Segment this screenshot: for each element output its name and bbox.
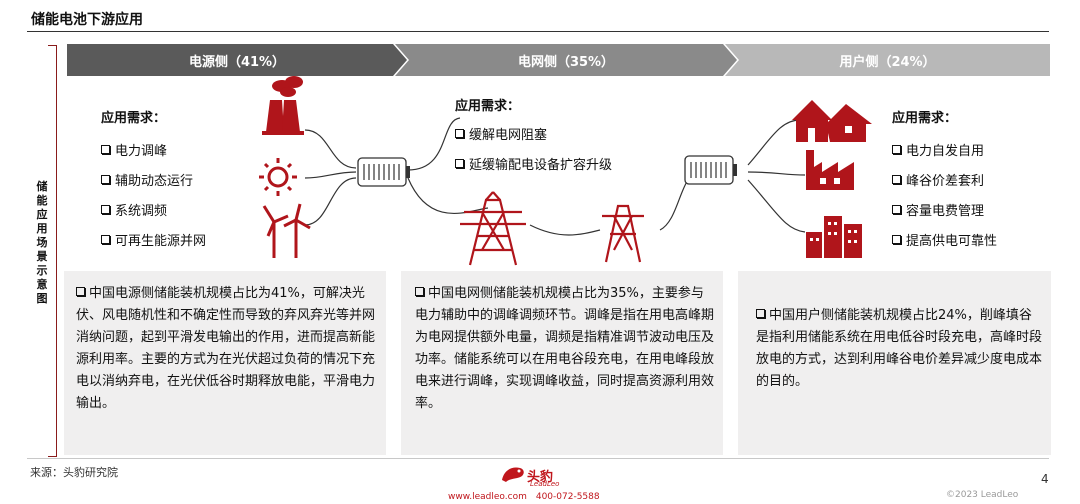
banner-label-user: 用户侧（24%） xyxy=(839,54,936,70)
battery-icon xyxy=(684,155,737,185)
description-text: 中国电网侧储能装机规模占比为35%，主要参与电力辅助中的调峰调频环节。调峰是指在… xyxy=(415,283,715,415)
list-item-label: 可再生能源并网 xyxy=(115,233,207,249)
page-title: 储能电池下游应用 xyxy=(31,12,143,28)
side-label: 储能应用场景示意图 xyxy=(36,180,48,305)
connector-lines xyxy=(304,117,806,236)
list-item-label: 电力调峰 xyxy=(115,143,168,159)
buildings-icon xyxy=(806,216,862,258)
checkbox-icon xyxy=(101,204,110,214)
checkbox-icon xyxy=(455,128,464,138)
power-plant-icon xyxy=(262,76,304,135)
page-number: 4 xyxy=(1041,472,1049,486)
contact-line[interactable]: www.leadleo.com 400-072-5588 xyxy=(448,492,600,502)
checkbox-icon xyxy=(455,158,464,168)
list-item: 可再生能源并网 xyxy=(101,224,206,254)
requirements-user: 应用需求： 电力自发自用 峰谷价差套利 容量电费管理 提高供电可靠性 xyxy=(892,107,997,254)
checkbox-icon xyxy=(101,234,110,244)
list-item: 峰谷价差套利 xyxy=(892,164,997,194)
battery-icon xyxy=(357,157,410,187)
footer-divider xyxy=(27,458,1049,459)
list-item-label: 提高供电可靠性 xyxy=(906,233,998,249)
list-item: 电力调峰 xyxy=(101,134,206,164)
description-panel-supply: 中国电源侧储能装机规模占比为41%，可解决光伏、风电随机性和不确定性而导致的弃风… xyxy=(64,271,386,455)
banner-label-grid: 电网侧（35%） xyxy=(517,54,615,70)
checkbox-icon xyxy=(756,309,765,318)
checkbox-icon xyxy=(892,204,901,214)
distribution-tower-icon xyxy=(602,204,644,263)
list-item-label: 系统调频 xyxy=(115,203,168,219)
req-title: 应用需求： xyxy=(892,111,958,126)
description-text: 中国用户侧储能装机规模占比24%，削峰填谷是指利用储能系统在用电低谷时段充电，高… xyxy=(756,305,1044,393)
transmission-tower-icon xyxy=(460,191,526,266)
banner-segment-supply: 电源侧（41%） xyxy=(67,44,407,76)
segment-banner: 电源侧（41%） 电网侧（35%） 用户侧（24%） xyxy=(67,44,1050,76)
description-panel-grid: 中国电网侧储能装机规模占比为35%，主要参与电力辅助中的调峰调频环节。调峰是指在… xyxy=(401,271,723,455)
factory-icon xyxy=(806,150,854,190)
requirements-supply: 应用需求： 电力调峰 辅助动态运行 系统调频 可再生能源并网 xyxy=(101,107,206,254)
requirements-grid: 应用需求： 缓解电网阻塞 延缓输配电设备扩容升级 xyxy=(455,95,612,178)
sun-icon xyxy=(259,158,297,196)
house-icon xyxy=(792,100,872,142)
description-panel-user: 中国用户侧储能装机规模占比24%，削峰填谷是指利用储能系统在用电低谷时段充电，高… xyxy=(738,271,1051,455)
list-item: 系统调频 xyxy=(101,194,206,224)
checkbox-icon xyxy=(76,287,85,296)
list-item: 辅助动态运行 xyxy=(101,164,206,194)
checkbox-icon xyxy=(892,174,901,184)
side-bracket xyxy=(48,45,57,457)
banner-segment-user: 用户侧（24%） xyxy=(725,44,1050,76)
source-note: 来源：头豹研究院 xyxy=(30,466,118,479)
description-text: 中国电源侧储能装机规模占比为41%，可解决光伏、风电随机性和不确定性而导致的弃风… xyxy=(76,283,380,415)
checkbox-icon xyxy=(101,144,110,154)
list-item: 提高供电可靠性 xyxy=(892,224,997,254)
wind-turbine-icon xyxy=(262,203,311,258)
req-title: 应用需求： xyxy=(101,111,167,126)
description-body: 中国电网侧储能装机规模占比为35%，主要参与电力辅助中的调峰调频环节。调峰是指在… xyxy=(415,286,715,411)
list-item-label: 延缓输配电设备扩容升级 xyxy=(469,157,613,173)
list-item: 延缓输配电设备扩容升级 xyxy=(455,148,612,178)
checkbox-icon xyxy=(415,287,424,296)
list-item-label: 容量电费管理 xyxy=(906,203,985,219)
brand-name-en: LeadLeo xyxy=(530,480,560,488)
list-item: 电力自发自用 xyxy=(892,134,997,164)
list-item: 缓解电网阻塞 xyxy=(455,118,612,148)
title-divider xyxy=(27,31,1049,32)
req-title: 应用需求： xyxy=(455,99,521,114)
leopard-logo-icon xyxy=(502,467,524,482)
copyright: ©2023 LeadLeo xyxy=(946,490,1019,500)
banner-segment-grid: 电网侧（35%） xyxy=(395,44,737,76)
banner-label-supply: 电源侧（41%） xyxy=(188,54,286,70)
list-item: 容量电费管理 xyxy=(892,194,997,224)
list-item-label: 峰谷价差套利 xyxy=(906,173,985,189)
checkbox-icon xyxy=(101,174,110,184)
description-body: 中国用户侧储能装机规模占比24%，削峰填谷是指利用储能系统在用电低谷时段充电，高… xyxy=(756,308,1043,389)
list-item-label: 电力自发自用 xyxy=(906,143,985,159)
list-item-label: 缓解电网阻塞 xyxy=(469,127,548,143)
description-body: 中国电源侧储能装机规模占比为41%，可解决光伏、风电随机性和不确定性而导致的弃风… xyxy=(76,286,376,411)
checkbox-icon xyxy=(892,234,901,244)
checkbox-icon xyxy=(892,144,901,154)
brand-name: 头豹 xyxy=(527,470,554,485)
list-item-label: 辅助动态运行 xyxy=(115,173,194,189)
